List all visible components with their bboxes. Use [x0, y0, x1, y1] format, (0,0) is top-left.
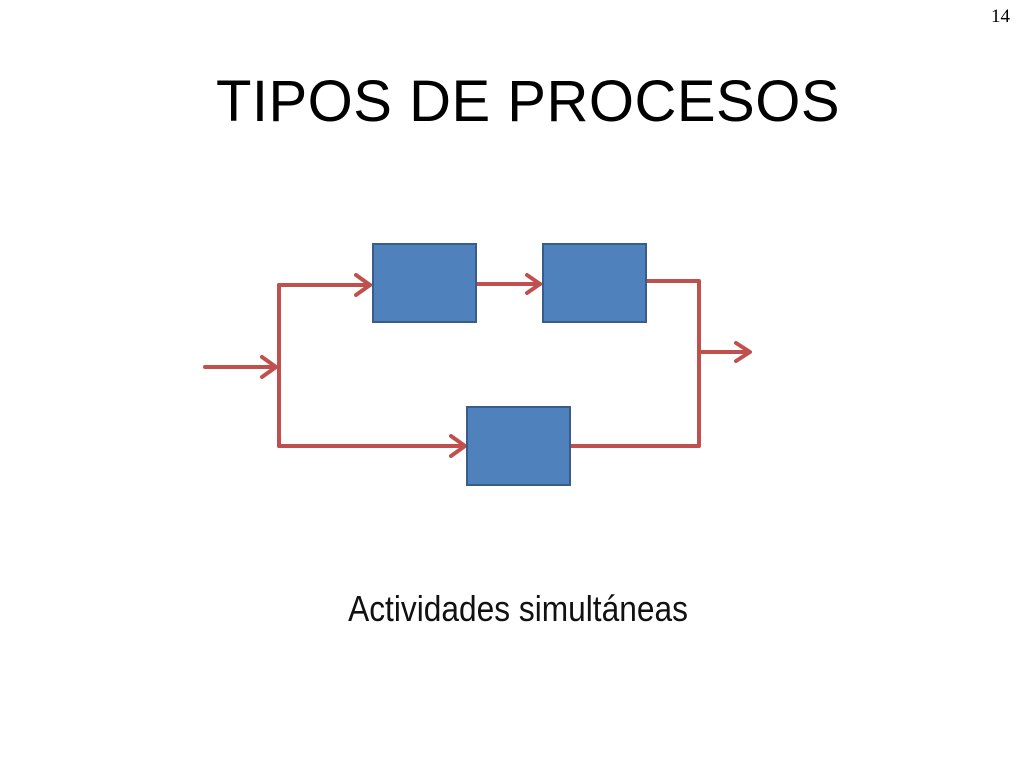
slide-title: TIPOS DE PROCESOS — [215, 69, 841, 134]
b-output-line — [568, 279, 701, 448]
page-number: 14 — [991, 6, 1010, 27]
activity-box-a — [372, 243, 477, 323]
input-arrowhead — [260, 355, 278, 379]
activity-box-b — [542, 243, 647, 323]
activity-box-c — [466, 406, 571, 486]
diagram-caption: Actividades simultáneas — [348, 588, 688, 629]
